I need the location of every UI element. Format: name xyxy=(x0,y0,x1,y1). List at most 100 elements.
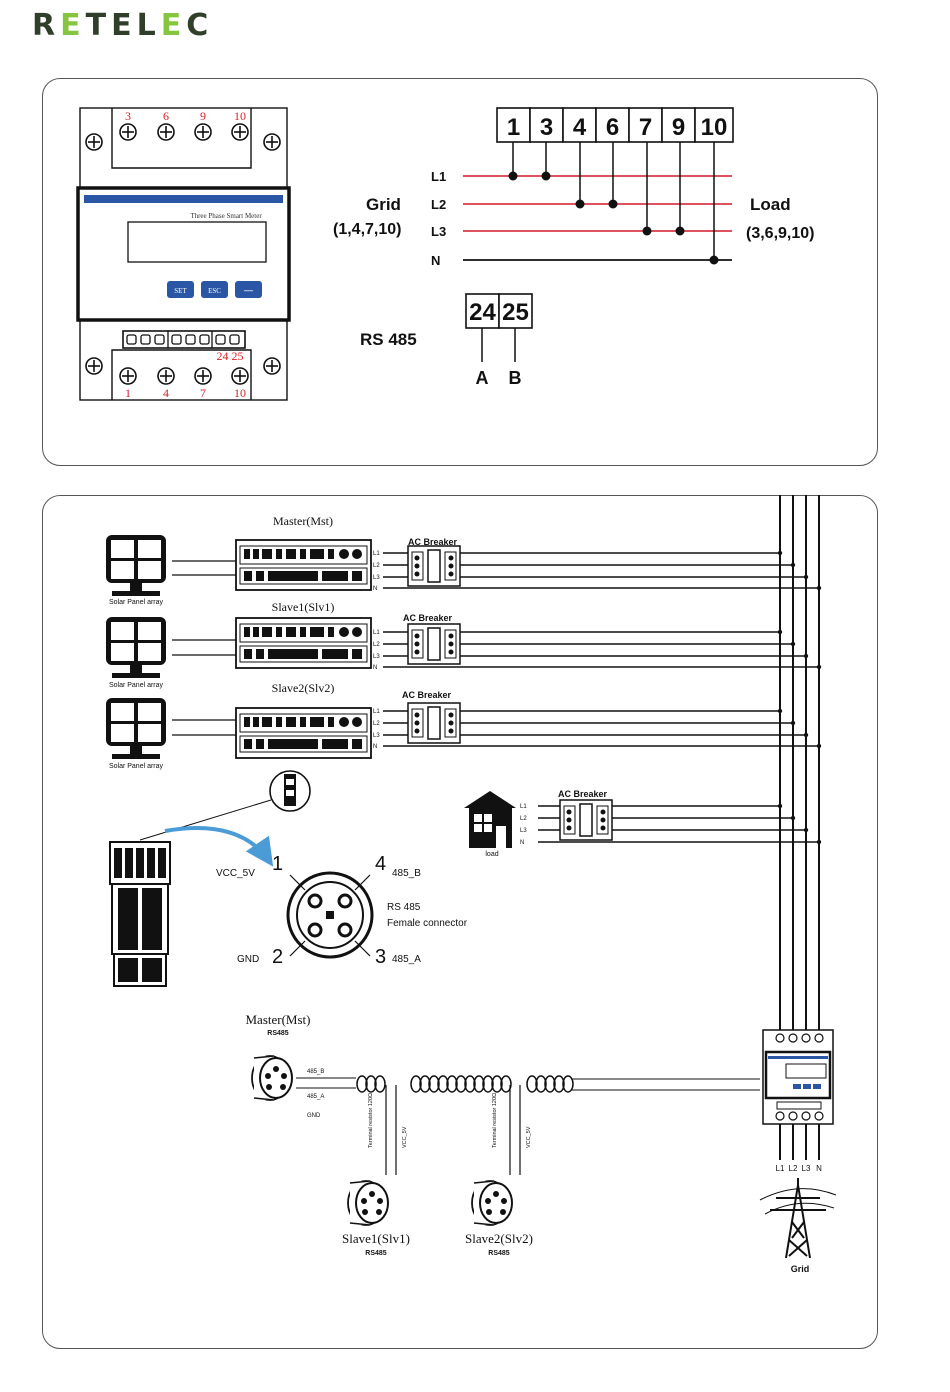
inverter-name: Slave1(Slv1) xyxy=(272,600,335,614)
phase-label-l3: L3 xyxy=(373,575,380,581)
ac-breaker-label: AC Breaker xyxy=(408,537,458,547)
meter-bottom-terminal-1: 1 xyxy=(125,386,131,400)
grid-phase-l1: L1 xyxy=(776,1164,785,1173)
bus-junction xyxy=(790,815,796,821)
bus-cable-tag-2: VCC_5V xyxy=(526,1126,532,1148)
inverter-name: Slave2(Slv2) xyxy=(272,681,335,695)
meter-top-terminal-10: 10 xyxy=(234,109,246,123)
ac-breaker-label: AC Breaker xyxy=(402,690,452,700)
meter-wiring-panel xyxy=(42,78,878,466)
main-bus-bars xyxy=(779,495,820,1030)
bus-pin-b: 485_B xyxy=(307,1069,324,1075)
cable-coil xyxy=(526,1075,538,1093)
terminal-25: 25 xyxy=(502,299,529,326)
solar-panel-label: Solar Panel array xyxy=(109,682,164,689)
phase-label-l1: L1 xyxy=(373,551,380,557)
meter-minus-label: — xyxy=(243,285,254,295)
load-terminals: (3,6,9,10) xyxy=(746,225,814,242)
bus-junction xyxy=(790,641,796,647)
terminal-1: 1 xyxy=(507,114,520,141)
bus-junction xyxy=(803,732,809,738)
phase-label-l1: L1 xyxy=(373,709,380,715)
meter-minus-button[interactable] xyxy=(235,281,262,298)
rs485-female-connector: 1 4 2 3 VCC_5V GND 485_B 485_A RS 485 Fe… xyxy=(216,853,468,968)
bus-cable-tag-2: VCC_5V xyxy=(402,1126,408,1148)
meter-top-terminal-3: 3 xyxy=(125,109,131,123)
cable-coil xyxy=(455,1075,467,1093)
system-diagram-panel xyxy=(42,495,878,1349)
phase-label-l1: L1 xyxy=(520,804,527,810)
phase-label-n: N xyxy=(373,665,377,671)
solar-panel-label: Solar Panel array xyxy=(109,599,164,606)
bus-junction xyxy=(816,839,822,845)
meter-top-terminal-6: 6 xyxy=(163,109,169,123)
grid-phase-l2: L2 xyxy=(789,1164,798,1173)
rs485-bus: Master(Mst) RS485 485_B 485_A GND Termin… xyxy=(246,1012,760,1257)
bus-junction xyxy=(803,827,809,833)
terminal-6: 6 xyxy=(606,114,619,141)
rs485-pin-a: A xyxy=(476,368,489,388)
meter-top-terminal-9: 9 xyxy=(200,109,206,123)
smart-meter-drawing: 3 6 9 10 1 4 7 10 Three Phase Smart Mete… xyxy=(76,107,291,401)
cable-coil xyxy=(419,1075,431,1093)
bus-junction xyxy=(777,803,783,809)
line-label-n: N xyxy=(431,253,440,268)
terminal-4: 4 xyxy=(573,114,587,141)
connector-485a-label: 485_A xyxy=(392,954,421,965)
phase-label-l2: L2 xyxy=(373,721,380,727)
terminal-wiring-schematic: 1 3 4 6 7 9 10 xyxy=(333,107,814,388)
phase-label-l3: L3 xyxy=(373,654,380,660)
cable-coil xyxy=(374,1075,386,1093)
grid-phase-n: N xyxy=(816,1164,822,1173)
line-label-l2: L2 xyxy=(431,197,446,212)
cable-coil xyxy=(544,1075,556,1093)
phase-label-n: N xyxy=(520,840,524,846)
connector-title: RS 485 xyxy=(387,902,421,913)
meter-esc-label: ESC xyxy=(208,287,221,295)
load-house-label: load xyxy=(485,851,498,858)
meter-bottom-terminal-7: 7 xyxy=(200,386,206,400)
phase-label-l2: L2 xyxy=(373,642,380,648)
cable-coil xyxy=(562,1075,574,1093)
load-house: load AC Breaker xyxy=(464,789,613,858)
connector-485b-label: 485_B xyxy=(392,868,421,879)
rs485-plug-detail xyxy=(109,770,311,987)
inverter-row-master: Solar Panel array Master(Mst) AC Breaker xyxy=(106,514,461,606)
cable-coil xyxy=(535,1075,547,1093)
phase-label-n: N xyxy=(373,586,377,592)
solar-panel-label: Solar Panel array xyxy=(109,763,164,770)
bus-slave1-sub: RS485 xyxy=(365,1250,387,1257)
meter-bottom-terminal-10: 10 xyxy=(234,386,246,400)
ac-breaker-label: AC Breaker xyxy=(403,613,453,623)
phase-label-n: N xyxy=(373,744,377,750)
cable-coil xyxy=(365,1075,377,1093)
phase-label-l2: L2 xyxy=(520,816,527,822)
bus-slave1-label: Slave1(Slv1) xyxy=(342,1231,410,1246)
cable-coil xyxy=(437,1075,449,1093)
connector-pin-4: 4 xyxy=(375,853,386,875)
meter-terminal-strip xyxy=(122,330,246,349)
line-label-l1: L1 xyxy=(431,169,446,184)
bus-slave2-sub: RS485 xyxy=(488,1250,510,1257)
terminal-9: 9 xyxy=(672,114,685,141)
cable-coil xyxy=(482,1075,494,1093)
bus-junction xyxy=(816,585,822,591)
rs485-label: RS 485 xyxy=(360,330,417,349)
grid-terminals: (1,4,7,10) xyxy=(333,221,401,238)
brand-logo: RETELEC xyxy=(32,8,214,43)
terminal-10: 10 xyxy=(701,114,728,141)
connector-gnd-label: GND xyxy=(237,954,259,965)
bus-junction xyxy=(803,653,809,659)
cable-coil xyxy=(473,1075,485,1093)
meter-esc-button[interactable] xyxy=(201,281,228,298)
meter-set-button[interactable] xyxy=(167,281,194,298)
cable-coil xyxy=(410,1075,422,1093)
bus-junction xyxy=(816,743,822,749)
terminal-3: 3 xyxy=(540,114,553,141)
bus-junction xyxy=(777,550,783,556)
bus-pin-gnd: GND xyxy=(307,1113,321,1119)
bus-cable-tag: Terminal resistor 120Ω xyxy=(492,1093,498,1148)
rs485-pin-b: B xyxy=(509,368,522,388)
